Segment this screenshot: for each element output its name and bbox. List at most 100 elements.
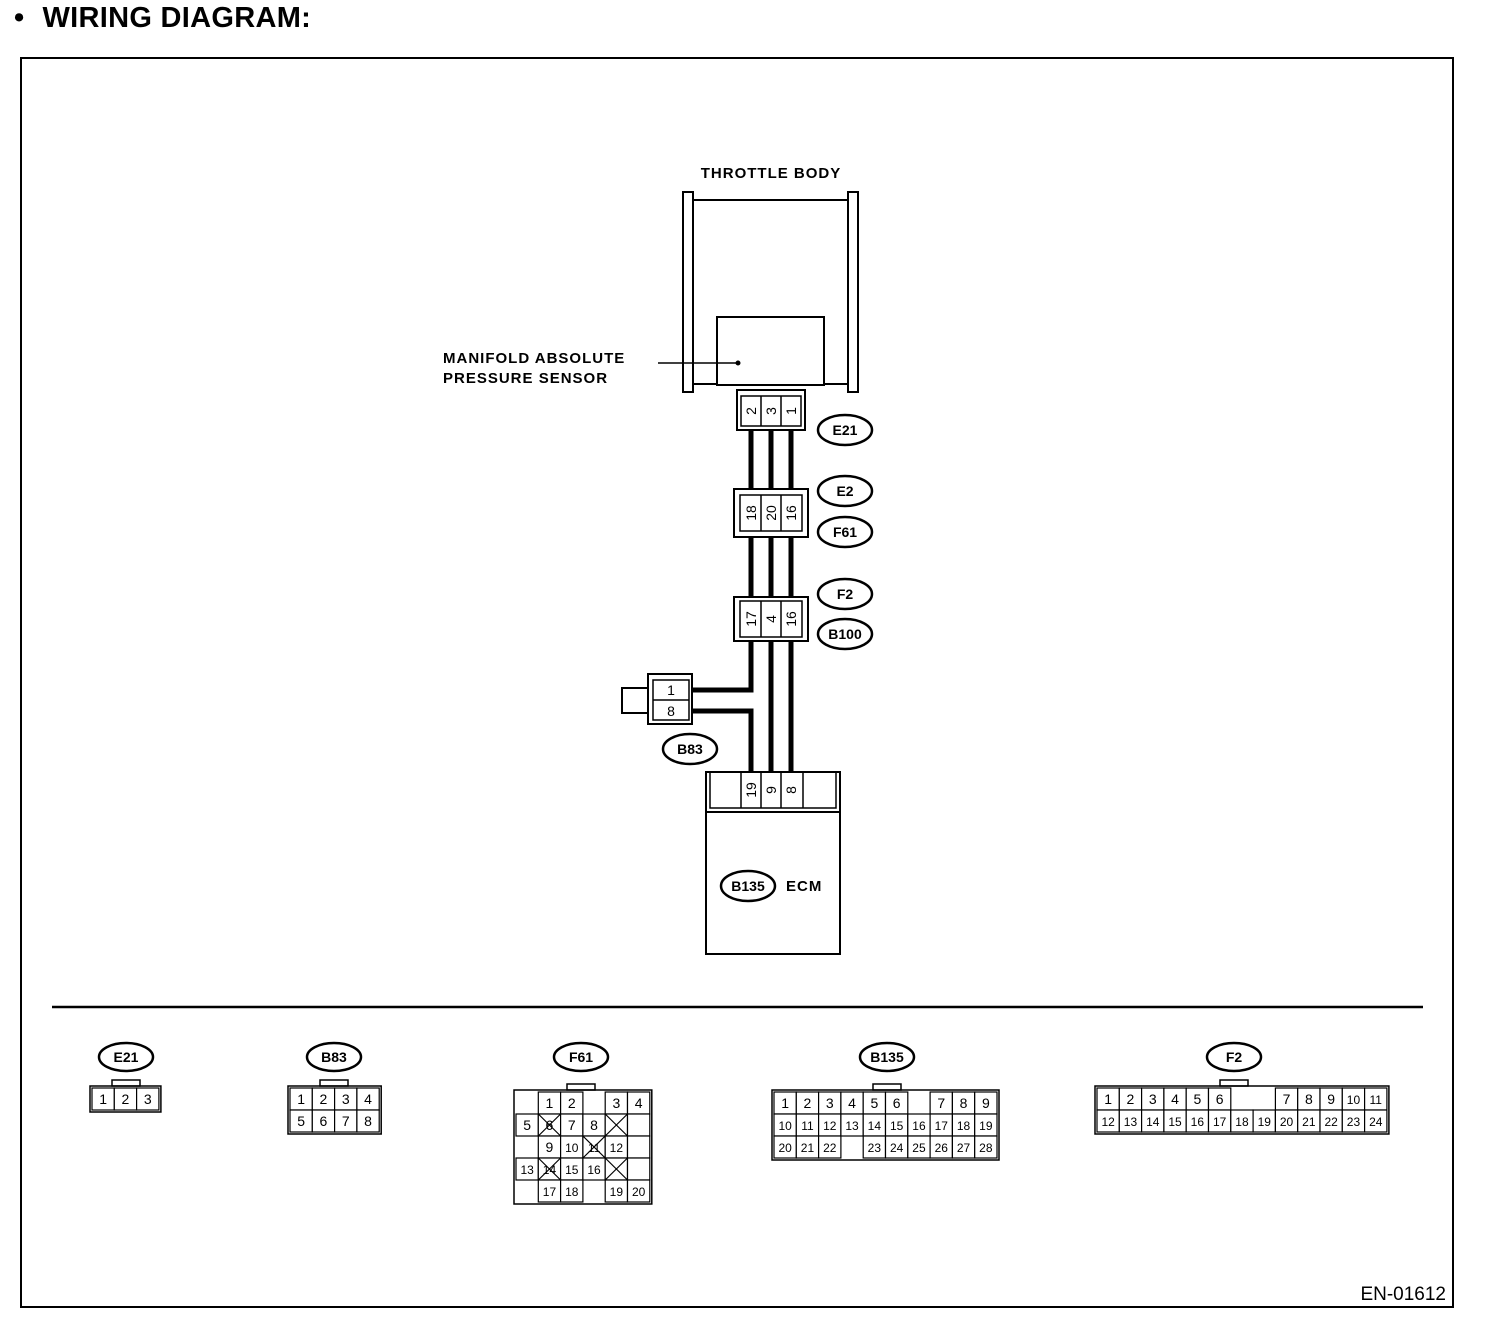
tag-f2: F2	[837, 586, 854, 602]
legend-pin: 14	[868, 1119, 882, 1133]
legend-pin: 19	[1258, 1115, 1272, 1129]
legend-blank-cavity	[537, 1113, 562, 1137]
legend-pin: 23	[1347, 1115, 1361, 1129]
legend-pin: 3	[826, 1095, 834, 1111]
connector-f2-b100	[733, 596, 809, 642]
legend-pin: 15	[890, 1119, 904, 1133]
tag-ellipse-e21	[816, 413, 874, 447]
ecm-label: ECM	[786, 878, 822, 895]
legend-pin: 28	[979, 1141, 993, 1155]
legend-pin: 8	[960, 1095, 968, 1111]
pin-f61-18: 18	[743, 505, 759, 521]
legend-pin: 15	[565, 1163, 579, 1177]
pin-b135-8: 8	[783, 786, 799, 794]
pin-b83-1: 1	[667, 682, 675, 698]
legend-pin: 22	[823, 1141, 837, 1155]
legend-pin: 20	[632, 1185, 646, 1199]
legend-pin: 11	[1370, 1093, 1383, 1107]
pin-b100-4: 4	[763, 615, 779, 623]
connector-legend: E21123B8312345678F6112345678910111213141…	[89, 1041, 1390, 1205]
legend-pin: 16	[912, 1119, 926, 1133]
legend-latch	[111, 1079, 141, 1087]
legend-pin: 24	[890, 1141, 904, 1155]
bullet: •	[14, 2, 25, 34]
legend-cell	[356, 1109, 380, 1133]
legend-tag-ellipse	[552, 1041, 610, 1073]
legend-latch	[319, 1079, 349, 1087]
tag-ellipse-f61	[816, 515, 874, 549]
legend-pin: 9	[982, 1095, 990, 1111]
legend-pin: 23	[868, 1141, 882, 1155]
legend-cell	[626, 1113, 651, 1137]
wire-harness	[692, 430, 794, 772]
tag-ellipse-f2	[816, 577, 874, 611]
legend-pin: 9	[1327, 1091, 1335, 1107]
legend-tag-ellipse	[97, 1041, 155, 1073]
legend-pin: 5	[870, 1095, 878, 1111]
pin-b100-16: 16	[783, 611, 799, 627]
pin-e21-2: 2	[743, 407, 759, 415]
legend-cell	[974, 1135, 998, 1159]
legend-pin: 17	[543, 1185, 557, 1199]
ecm-box	[705, 771, 841, 955]
legend-pin: 3	[1149, 1091, 1157, 1107]
legend-pin: 21	[1302, 1115, 1316, 1129]
legend-pin: 26	[935, 1141, 949, 1155]
pin-b135-19: 19	[743, 782, 759, 798]
connector-b83	[621, 673, 693, 725]
legend-pin: 13	[845, 1119, 859, 1133]
legend-pin: 15	[1168, 1115, 1182, 1129]
legend-blank-cavity	[582, 1135, 606, 1159]
pin-f61-16: 16	[783, 505, 799, 521]
legend-pin: 4	[364, 1091, 372, 1107]
legend-pin: 8	[590, 1117, 598, 1133]
map-sensor-box	[716, 316, 825, 386]
legend-pin: 2	[1127, 1091, 1135, 1107]
tag-ellipse-b83	[661, 732, 719, 766]
pin-b135-9: 9	[763, 786, 779, 794]
legend-tag-f61: F61	[569, 1049, 593, 1065]
legend-pin: 6	[320, 1113, 328, 1129]
legend-pin: 20	[778, 1141, 792, 1155]
legend-pin: 13	[1124, 1115, 1138, 1129]
throttle-body-shape	[658, 191, 859, 393]
legend-pin: 18	[957, 1119, 971, 1133]
heading-title: WIRING DIAGRAM:	[42, 2, 312, 34]
sensor-label-line1: MANIFOLD ABSOLUTE	[443, 350, 625, 367]
diagram-frame	[20, 57, 1454, 1308]
legend-pin: 4	[635, 1095, 643, 1111]
legend-pin: 17	[935, 1119, 949, 1133]
sensor-label-line2: PRESSURE SENSOR	[443, 370, 608, 387]
legend-pin: 1	[99, 1091, 107, 1107]
legend-pin: 24	[1369, 1115, 1383, 1129]
legend-pin: 2	[320, 1091, 328, 1107]
legend-pin: 10	[778, 1119, 792, 1133]
legend-pin: 5	[523, 1117, 531, 1133]
legend-pin: 7	[1283, 1091, 1291, 1107]
legend-pin: 22	[1324, 1115, 1338, 1129]
tag-ellipse-e2	[816, 474, 874, 508]
legend-pin: 4	[848, 1095, 856, 1111]
legend-pin: 2	[568, 1095, 576, 1111]
legend-cell	[817, 1135, 842, 1159]
legend-pin: 5	[297, 1113, 305, 1129]
legend-tag-b83: B83	[321, 1049, 347, 1065]
legend-pin: 4	[1171, 1091, 1179, 1107]
legend-tag-b135: B135	[870, 1049, 904, 1065]
legend-pin: 6	[1216, 1091, 1224, 1107]
legend-pin: 2	[804, 1095, 812, 1111]
legend-cell	[559, 1179, 584, 1203]
legend-pin: 8	[1305, 1091, 1313, 1107]
legend-pin: 12	[1101, 1115, 1115, 1129]
legend-pin: 16	[587, 1163, 601, 1177]
legend-pin: 7	[568, 1117, 576, 1133]
legend-pin: 2	[122, 1091, 130, 1107]
legend-pin: 16	[1191, 1115, 1205, 1129]
legend-pin: 7	[342, 1113, 350, 1129]
legend-tag-ellipse	[858, 1041, 916, 1073]
pin-f61-20: 20	[763, 505, 779, 521]
legend-tag-ellipse	[305, 1041, 363, 1073]
